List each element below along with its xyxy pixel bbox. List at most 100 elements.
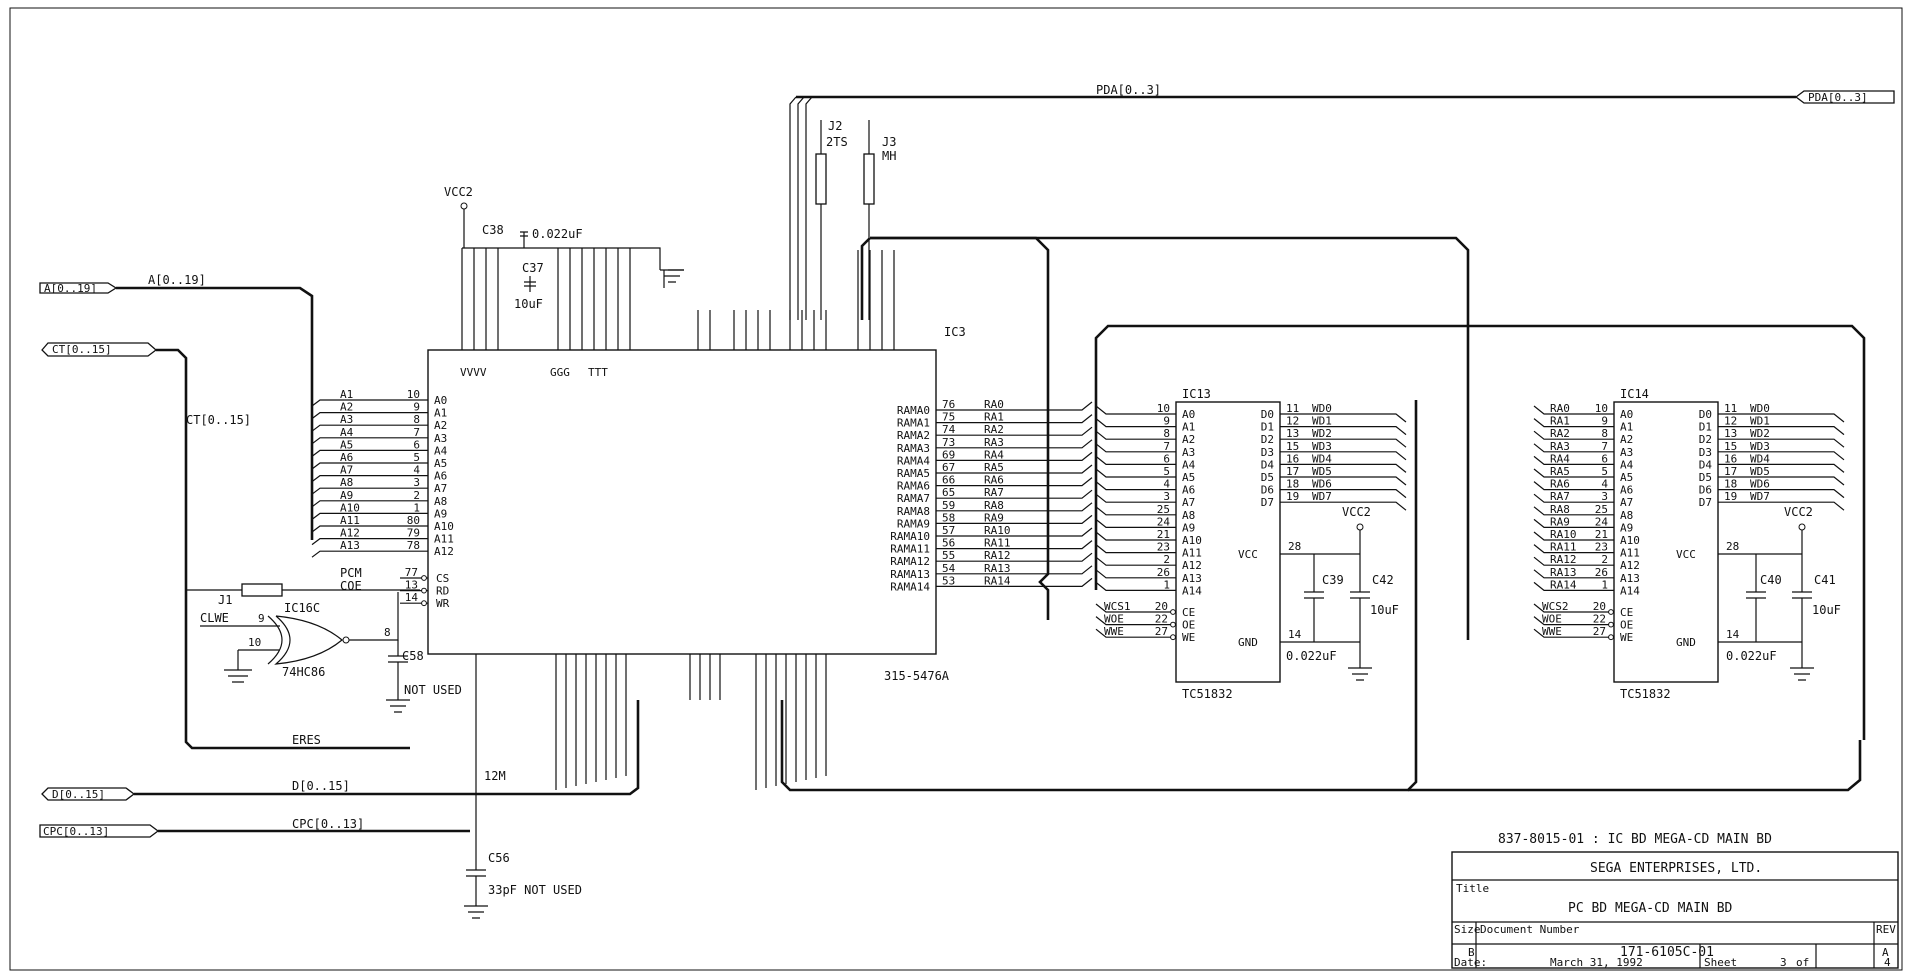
- ic3-left-net-label: A12: [340, 527, 360, 540]
- ic13-addr-pin-name: A3: [1182, 446, 1195, 459]
- j3-jumper[interactable]: J3 MH: [863, 120, 896, 320]
- c56-ref: C56: [488, 851, 510, 865]
- c42-ref: C42: [1372, 573, 1394, 587]
- ic3-part: 315-5476A: [884, 669, 950, 683]
- ic3-ctrl-pin-bubble: [421, 600, 427, 607]
- ic13-ctrl-pin-name: CE: [1182, 606, 1195, 619]
- ic14-data-net-label: WD6: [1750, 478, 1770, 491]
- ic13-addr-pin-num: 8: [1163, 427, 1170, 440]
- ic13-addr-pin-num: 26: [1157, 566, 1170, 579]
- ic3-left-pin-num: 9: [413, 401, 420, 414]
- ic13-addr-pin-wire: [1095, 468, 1176, 478]
- ic14-addr-pin-wire: [1533, 518, 1614, 528]
- ic14-addr-pin-name: A4: [1620, 458, 1634, 471]
- ic13-addr-pin-wire: [1095, 455, 1176, 465]
- date-label: Date:: [1454, 956, 1487, 969]
- ic14-data-pin-wire: [1718, 489, 1845, 499]
- c40-ref: C40: [1760, 573, 1782, 587]
- ic3-left-pin-num: 6: [413, 438, 420, 451]
- ic13-data-pin-num: 15: [1286, 440, 1299, 453]
- c58-value: NOT USED: [404, 683, 462, 697]
- ic3-right-pin-num: 67: [942, 461, 955, 474]
- ic13-ctrl-pin-num: 22: [1155, 613, 1168, 626]
- ic3-left-net-label: A1: [340, 388, 353, 401]
- ic13-addr-pin-name: A6: [1182, 484, 1195, 497]
- title-block: 837-8015-01 : IC BD MEGA-CD MAIN BD SEGA…: [1451, 832, 1899, 969]
- j1-jumper[interactable]: J1: [186, 583, 420, 607]
- ic14-data-pin-name: D2: [1699, 433, 1712, 446]
- ic13-data-pin-num: 17: [1286, 465, 1299, 478]
- ic14-addr-net-label: RA14: [1550, 578, 1577, 591]
- sheet-frame: [9, 7, 1903, 971]
- port-ct-bus[interactable]: CT[0..15]: [41, 342, 158, 357]
- port-a-bus-label: A[0..19]: [44, 282, 97, 295]
- ic13-data-net-label: WD3: [1312, 440, 1332, 453]
- ic14-data-pin-name: D1: [1699, 421, 1712, 434]
- port-d-bus-label: D[0..15]: [52, 788, 105, 801]
- ic13-addr-pin-num: 7: [1163, 440, 1170, 453]
- ct-bus-wire: [156, 348, 410, 750]
- ic3-body: [427, 349, 937, 655]
- ic3-left-pin-num: 78: [407, 539, 420, 552]
- port-a-bus[interactable]: A[0..19]: [39, 282, 118, 295]
- ic14-addr-net-label: RA8: [1550, 503, 1570, 516]
- j2-jumper[interactable]: J2 2TS: [815, 119, 848, 320]
- ic3-left-pin-num: 79: [407, 527, 420, 540]
- ic3-right-net-label: RA8: [984, 499, 1004, 512]
- ic13-addr-pin-num: 1: [1163, 578, 1170, 591]
- ic3-right-pin-wire: [936, 565, 1093, 575]
- ic14-ctrl-pin-wire: [1533, 628, 1614, 638]
- ic14-data-pin-name: D5: [1699, 471, 1712, 484]
- sheet-title: PC BD MEGA-CD MAIN BD: [1568, 901, 1733, 916]
- ic14-addr-net-label: RA2: [1550, 427, 1570, 440]
- ic13-data-pin-wire: [1280, 476, 1407, 486]
- ic13-addr-pin-wire: [1095, 518, 1176, 528]
- port-pda-bus[interactable]: PDA[0..3]: [1794, 90, 1895, 104]
- ic3-left-net-label: A11: [340, 514, 360, 527]
- ic14-addr-pin-wire: [1533, 418, 1614, 428]
- ic14-data-pin-name: D0: [1699, 408, 1712, 421]
- ic14-data-net-label: WD3: [1750, 440, 1770, 453]
- ic14-data-pin-num: 19: [1724, 490, 1737, 503]
- c56-value: 33pF NOT USED: [488, 883, 582, 897]
- ic14-data-net-label: WD2: [1750, 427, 1770, 440]
- ic3-right-pin-num: 56: [942, 537, 955, 550]
- port-d-bus[interactable]: D[0..15]: [41, 787, 136, 801]
- ic14-data-net-label: WD7: [1750, 490, 1770, 503]
- ic13-addr-pin-name: A9: [1182, 521, 1195, 534]
- ic13-data-pin-name: D7: [1261, 496, 1274, 509]
- ic13-data-pin-name: D5: [1261, 471, 1274, 484]
- ic3-left-net-label: A9: [340, 489, 353, 502]
- ic3-right-pin-wire: [936, 527, 1093, 537]
- ic13-addr-pin-num: 5: [1163, 465, 1170, 478]
- ic3-right-pin-num: 69: [942, 448, 955, 461]
- ic3-left-pin-num: 10: [407, 388, 420, 401]
- ic14-data-pin-name: D6: [1699, 484, 1712, 497]
- ic14-addr-pin-num: 10: [1595, 402, 1608, 415]
- ic14-ctrl-pin-bubble: [1608, 634, 1614, 641]
- ic13-addr-pin-name: A8: [1182, 509, 1195, 522]
- port-cpc-bus[interactable]: CPC[0..13]: [39, 824, 160, 838]
- ic3-left-pin-name: A5: [434, 457, 447, 470]
- clock-12m: 12M C56 33pF NOT USED: [466, 654, 582, 906]
- ic3-ctrl-pin-num: 77: [405, 566, 418, 579]
- ic3-left-pin-num: 4: [413, 464, 420, 477]
- ic14-addr-pin-name: A2: [1620, 433, 1633, 446]
- ic14-addr-net-label: RA13: [1550, 566, 1577, 579]
- ic13-addr-pin-num: 2: [1163, 553, 1170, 566]
- port-pda-bus-label: PDA[0..3]: [1808, 91, 1868, 104]
- ic3-left-pin-wire: [311, 399, 428, 407]
- ic14-addr-net-label: RA9: [1550, 515, 1570, 528]
- ic13-body: [1175, 401, 1281, 683]
- ic16c-part: 74HC86: [282, 665, 325, 679]
- ic3-right-pin-num: 54: [942, 562, 956, 575]
- of-label: of: [1796, 956, 1809, 969]
- ic3-right-pin-name: RAMA7: [897, 492, 930, 505]
- ic3-right-pin-name: RAMA13: [890, 568, 930, 581]
- ic14-part: TC51832: [1620, 687, 1671, 701]
- ic3-right-net-label: RA6: [984, 474, 1004, 487]
- ic14-data-net-label: WD0: [1750, 402, 1770, 415]
- ic14-data-pin-num: 12: [1724, 415, 1737, 428]
